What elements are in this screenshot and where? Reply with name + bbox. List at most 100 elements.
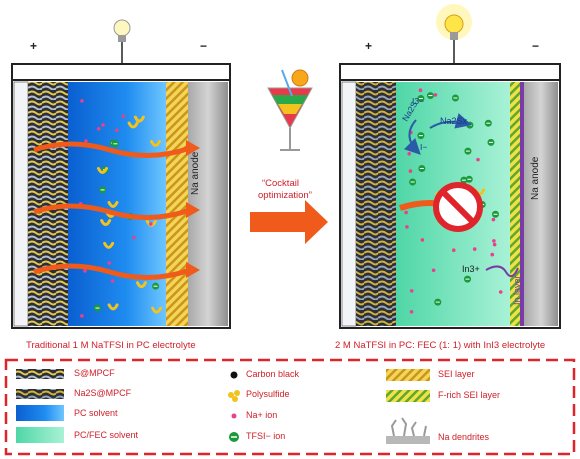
na-ion-dot bbox=[451, 248, 456, 253]
na-ion-dot bbox=[492, 239, 496, 243]
polysulfide-cluster bbox=[150, 139, 162, 147]
redox-cycle-arrow bbox=[403, 119, 421, 155]
right-na-anode bbox=[524, 82, 558, 326]
na-ion-dot bbox=[433, 93, 438, 97]
na-ion-dot-icon bbox=[231, 413, 237, 419]
left-caption: Traditional 1 M NaTFSI in PC electrolyte bbox=[26, 340, 196, 351]
i-label: I− bbox=[420, 142, 428, 152]
legend-label-pc-fec-solvent: PC/FEC solvent bbox=[74, 430, 139, 440]
legend-label-carbon-black: Carbon black bbox=[246, 369, 300, 379]
polysulfide-cluster bbox=[103, 241, 115, 249]
right-negative-terminal: − bbox=[532, 39, 540, 53]
polysulfide-cluster-icon bbox=[228, 390, 240, 402]
legend-label-na-ion: Na+ ion bbox=[246, 410, 278, 420]
left-negative-terminal: − bbox=[200, 39, 208, 53]
legend-label-na-dendrites: Na dendrites bbox=[438, 432, 490, 442]
na-ion-dot bbox=[420, 238, 425, 242]
legend-frame bbox=[4, 358, 576, 456]
na-ion-dot bbox=[472, 247, 477, 251]
na-ion-dot bbox=[404, 210, 408, 215]
polysulfide-cluster bbox=[107, 200, 119, 208]
in-layer-label: In layer bbox=[512, 275, 522, 305]
na-ion-dot bbox=[148, 222, 153, 226]
na-ion-dot bbox=[418, 88, 423, 93]
na-ion-dot bbox=[491, 217, 496, 222]
polysulfide-cluster bbox=[133, 115, 145, 123]
legend-label-polysulfide: Polysulfide bbox=[246, 389, 290, 399]
na-ion-dot bbox=[492, 242, 497, 247]
na2sx-arrow bbox=[429, 113, 472, 129]
prohibition-icon bbox=[433, 182, 483, 232]
optimization-arrow bbox=[250, 200, 328, 244]
legend-icons bbox=[16, 369, 430, 444]
f-rich-sei-swatch-icon bbox=[386, 390, 430, 402]
left-positive-terminal: + bbox=[30, 39, 38, 53]
na-ion-dot bbox=[83, 269, 87, 273]
polysulfide-cluster bbox=[135, 281, 147, 289]
pc-fec-solvent-swatch-icon bbox=[16, 427, 64, 443]
na-ion-dot bbox=[490, 252, 495, 257]
na-ion-dot bbox=[409, 289, 414, 293]
legend-label-tfsi-ion: TFSI− ion bbox=[246, 431, 286, 441]
left-bulb-icon bbox=[113, 19, 131, 64]
right-cathode-fibers bbox=[356, 82, 396, 326]
carbon-black-dot-icon bbox=[230, 371, 238, 379]
na-ion-dot bbox=[101, 123, 105, 127]
na2s-mpcf-fiber-icon bbox=[16, 389, 64, 399]
left-sei-layer bbox=[166, 82, 188, 326]
na-ion-dot bbox=[408, 169, 413, 173]
right-bulb-icon bbox=[436, 4, 472, 64]
right-circuit-wire bbox=[339, 63, 561, 80]
na2sx-label: Na2Sx bbox=[440, 116, 468, 126]
right-f-rich-sei-layer bbox=[510, 82, 520, 326]
na-ion-dot bbox=[115, 128, 119, 132]
na-ion-dot bbox=[407, 151, 412, 156]
polysulfide-cluster bbox=[96, 167, 108, 174]
cocktail-annotation-line2: optimization” bbox=[258, 190, 312, 201]
polysulfide-cluster bbox=[100, 219, 112, 227]
i3-label: I3− bbox=[412, 96, 425, 106]
left-cell bbox=[11, 19, 231, 329]
na-ion-dot bbox=[80, 314, 84, 318]
na-ion-dot bbox=[84, 139, 88, 143]
right-current-collector bbox=[341, 81, 357, 327]
legend-label-sei-layer: SEI layer bbox=[438, 369, 475, 379]
na-ion-dot bbox=[121, 114, 126, 119]
legend-label-f-rich-sei: F-rich SEI layer bbox=[438, 390, 501, 400]
na-ion-dot bbox=[132, 235, 136, 240]
na-ion-dot bbox=[431, 268, 436, 273]
na-ion-dot bbox=[110, 279, 115, 283]
left-anode-label: Na anode bbox=[190, 151, 201, 195]
polysulfide-cluster bbox=[107, 303, 119, 311]
sei-layer-swatch-icon bbox=[386, 369, 430, 381]
na-ion-dot bbox=[80, 99, 84, 103]
right-positive-terminal: + bbox=[365, 39, 373, 53]
na-ion-dot bbox=[96, 127, 101, 131]
s-mpcf-fiber-icon bbox=[16, 369, 64, 379]
left-circuit-wire bbox=[11, 63, 231, 80]
pc-solvent-swatch-icon bbox=[16, 405, 64, 421]
legend-label-pc-solvent: PC solvent bbox=[74, 408, 118, 418]
na-dendrites-icon bbox=[386, 417, 430, 444]
legend-label-s-mpcf: S@MPCF bbox=[74, 368, 115, 378]
right-anode-label: Na anode bbox=[530, 156, 541, 200]
na-ion-dot bbox=[409, 309, 414, 314]
in-ion-path bbox=[485, 265, 519, 278]
right-in-layer bbox=[520, 82, 524, 326]
right-caption: 2 M NaTFSI in PC: FEC (1: 1) with InI3 e… bbox=[335, 340, 546, 351]
right-cell bbox=[339, 4, 561, 329]
na-ion-dot bbox=[498, 290, 503, 294]
polysulfide-cluster bbox=[151, 306, 163, 314]
in-ion-label: In3+ bbox=[462, 264, 480, 274]
left-na-anode bbox=[188, 82, 228, 326]
na-ion-dot bbox=[405, 225, 409, 229]
left-shuttle-arrows bbox=[33, 140, 200, 280]
tfsi-ion-dot-icon bbox=[229, 432, 239, 442]
legend-label-na2s-mpcf: Na2S@MPCF bbox=[74, 388, 132, 398]
na-ion-dot bbox=[107, 261, 112, 265]
cocktail-glass-icon bbox=[267, 69, 313, 151]
left-current-collector bbox=[13, 81, 29, 327]
na-ion-dot bbox=[476, 157, 480, 162]
cocktail-annotation-line1: “Cocktail bbox=[262, 178, 299, 189]
polysulfide-cluster bbox=[127, 121, 139, 129]
